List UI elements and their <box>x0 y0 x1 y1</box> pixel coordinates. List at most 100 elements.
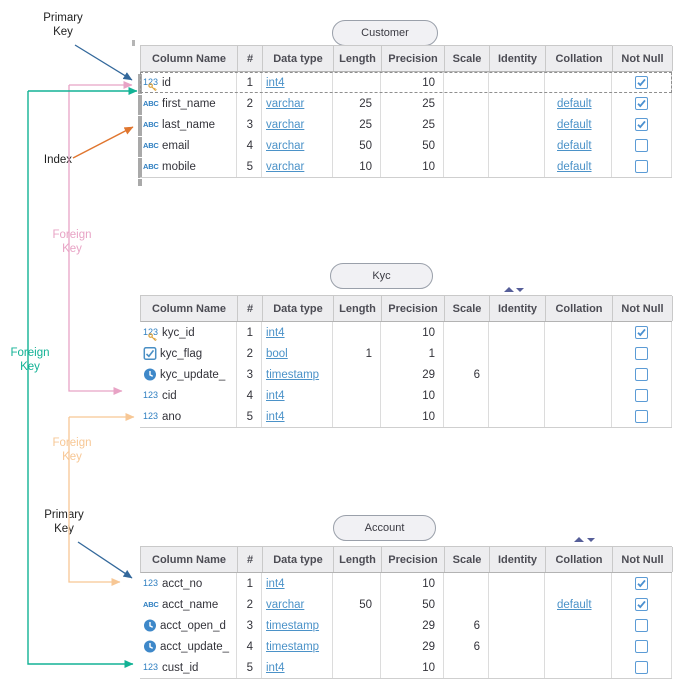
not-null-checkbox[interactable] <box>635 640 648 653</box>
column-header-length[interactable]: Length <box>334 296 382 321</box>
not-null-checkbox[interactable] <box>635 160 648 173</box>
column-header-identity[interactable]: Identity <box>490 46 546 71</box>
int4-primary-key-icon: 123 <box>143 78 159 91</box>
not-null-checkbox[interactable] <box>635 410 648 423</box>
row-gutter[interactable] <box>138 158 142 178</box>
data-type-link[interactable]: int4 <box>266 326 285 339</box>
column-header-scale[interactable]: Scale <box>445 296 490 321</box>
precision-cell: 10 <box>381 406 444 427</box>
column-header-precision[interactable]: Precision <box>382 46 445 71</box>
row-gutter[interactable] <box>138 137 142 157</box>
collation-link[interactable]: default <box>557 97 592 110</box>
data-type-link[interactable]: varchar <box>266 97 305 110</box>
not-null-checkbox[interactable] <box>635 76 648 89</box>
column-header-data-type[interactable]: Data type <box>263 547 334 572</box>
column-header-length[interactable]: Length <box>334 46 382 71</box>
column-header-not-null[interactable]: Not Null <box>613 296 673 321</box>
varchar-icon: ABC <box>143 162 159 171</box>
not-null-checkbox[interactable] <box>635 598 648 611</box>
collation-link[interactable]: default <box>557 139 592 152</box>
not-null-checkbox[interactable] <box>635 577 648 590</box>
data-type-link[interactable]: timestamp <box>266 619 320 632</box>
not-null-checkbox[interactable] <box>635 368 648 381</box>
not-null-checkbox[interactable] <box>635 97 648 110</box>
data-type-link[interactable]: int4 <box>266 661 285 674</box>
column-header-collation[interactable]: Collation <box>546 46 613 71</box>
column-header-scale[interactable]: Scale <box>445 547 490 572</box>
data-type-link[interactable]: varchar <box>266 118 305 131</box>
column-header-identity[interactable]: Identity <box>490 547 546 572</box>
data-type-link[interactable]: varchar <box>266 598 305 611</box>
not-null-checkbox[interactable] <box>635 347 648 360</box>
row-gutter[interactable] <box>138 74 142 94</box>
not-null-checkbox[interactable] <box>635 619 648 632</box>
collation-cell <box>545 406 612 427</box>
column-header-collation[interactable]: Collation <box>546 547 613 572</box>
row-gutter[interactable] <box>138 116 142 136</box>
column-header-not-null[interactable]: Not Null <box>613 46 673 71</box>
data-type-link[interactable]: int4 <box>266 577 285 590</box>
not-null-checkbox[interactable] <box>635 326 648 339</box>
column-header-precision[interactable]: Precision <box>382 296 445 321</box>
column-header-identity[interactable]: Identity <box>490 296 546 321</box>
column-header-scale[interactable]: Scale <box>445 46 490 71</box>
collation-cell <box>545 364 612 385</box>
column-header-data-type[interactable]: Data type <box>263 296 334 321</box>
row-gutter[interactable] <box>138 179 142 186</box>
column-header-column-name[interactable]: Column Name <box>141 547 238 572</box>
data-type-link[interactable]: varchar <box>266 160 305 173</box>
column-header-length[interactable]: Length <box>334 547 382 572</box>
not-null-checkbox[interactable] <box>635 661 648 674</box>
length-cell <box>333 322 381 343</box>
collation-link[interactable]: default <box>557 118 592 131</box>
data-type-link[interactable]: timestamp <box>266 368 320 381</box>
data-type-link[interactable]: bool <box>266 347 288 360</box>
collation-cell: default <box>545 594 612 615</box>
row-gutter[interactable] <box>138 95 142 115</box>
table-pill-kyc[interactable]: Kyc <box>330 263 433 289</box>
collation-link[interactable]: default <box>557 160 592 173</box>
column-header--[interactable]: # <box>238 547 263 572</box>
data-type-link[interactable]: int4 <box>266 410 285 423</box>
table-pill-account[interactable]: Account <box>333 515 436 541</box>
table-pill-customer[interactable]: Customer <box>332 20 438 46</box>
data-type-link[interactable]: int4 <box>266 76 285 89</box>
scale-cell <box>444 385 489 406</box>
length-cell <box>333 364 381 385</box>
data-type-link[interactable]: varchar <box>266 139 305 152</box>
column-header-collation[interactable]: Collation <box>546 296 613 321</box>
data-type-link[interactable]: int4 <box>266 389 285 402</box>
collation-link[interactable]: default <box>557 598 592 611</box>
not-null-checkbox[interactable] <box>635 139 648 152</box>
not-null-checkbox[interactable] <box>635 118 648 131</box>
column-header--[interactable]: # <box>238 296 263 321</box>
int4-icon: 123 <box>143 390 159 400</box>
column-header-not-null[interactable]: Not Null <box>613 547 673 572</box>
column-header-precision[interactable]: Precision <box>382 547 445 572</box>
column-name: cust_id <box>162 661 199 674</box>
column-header-data-type[interactable]: Data type <box>263 46 334 71</box>
scale-cell: 6 <box>444 615 489 636</box>
column-header--[interactable]: # <box>238 46 263 71</box>
column-header-column-name[interactable]: Column Name <box>141 46 238 71</box>
data-type-link[interactable]: timestamp <box>266 640 320 653</box>
precision-cell: 29 <box>381 364 444 385</box>
column-header-column-name[interactable]: Column Name <box>141 296 238 321</box>
not-null-checkbox[interactable] <box>635 389 648 402</box>
